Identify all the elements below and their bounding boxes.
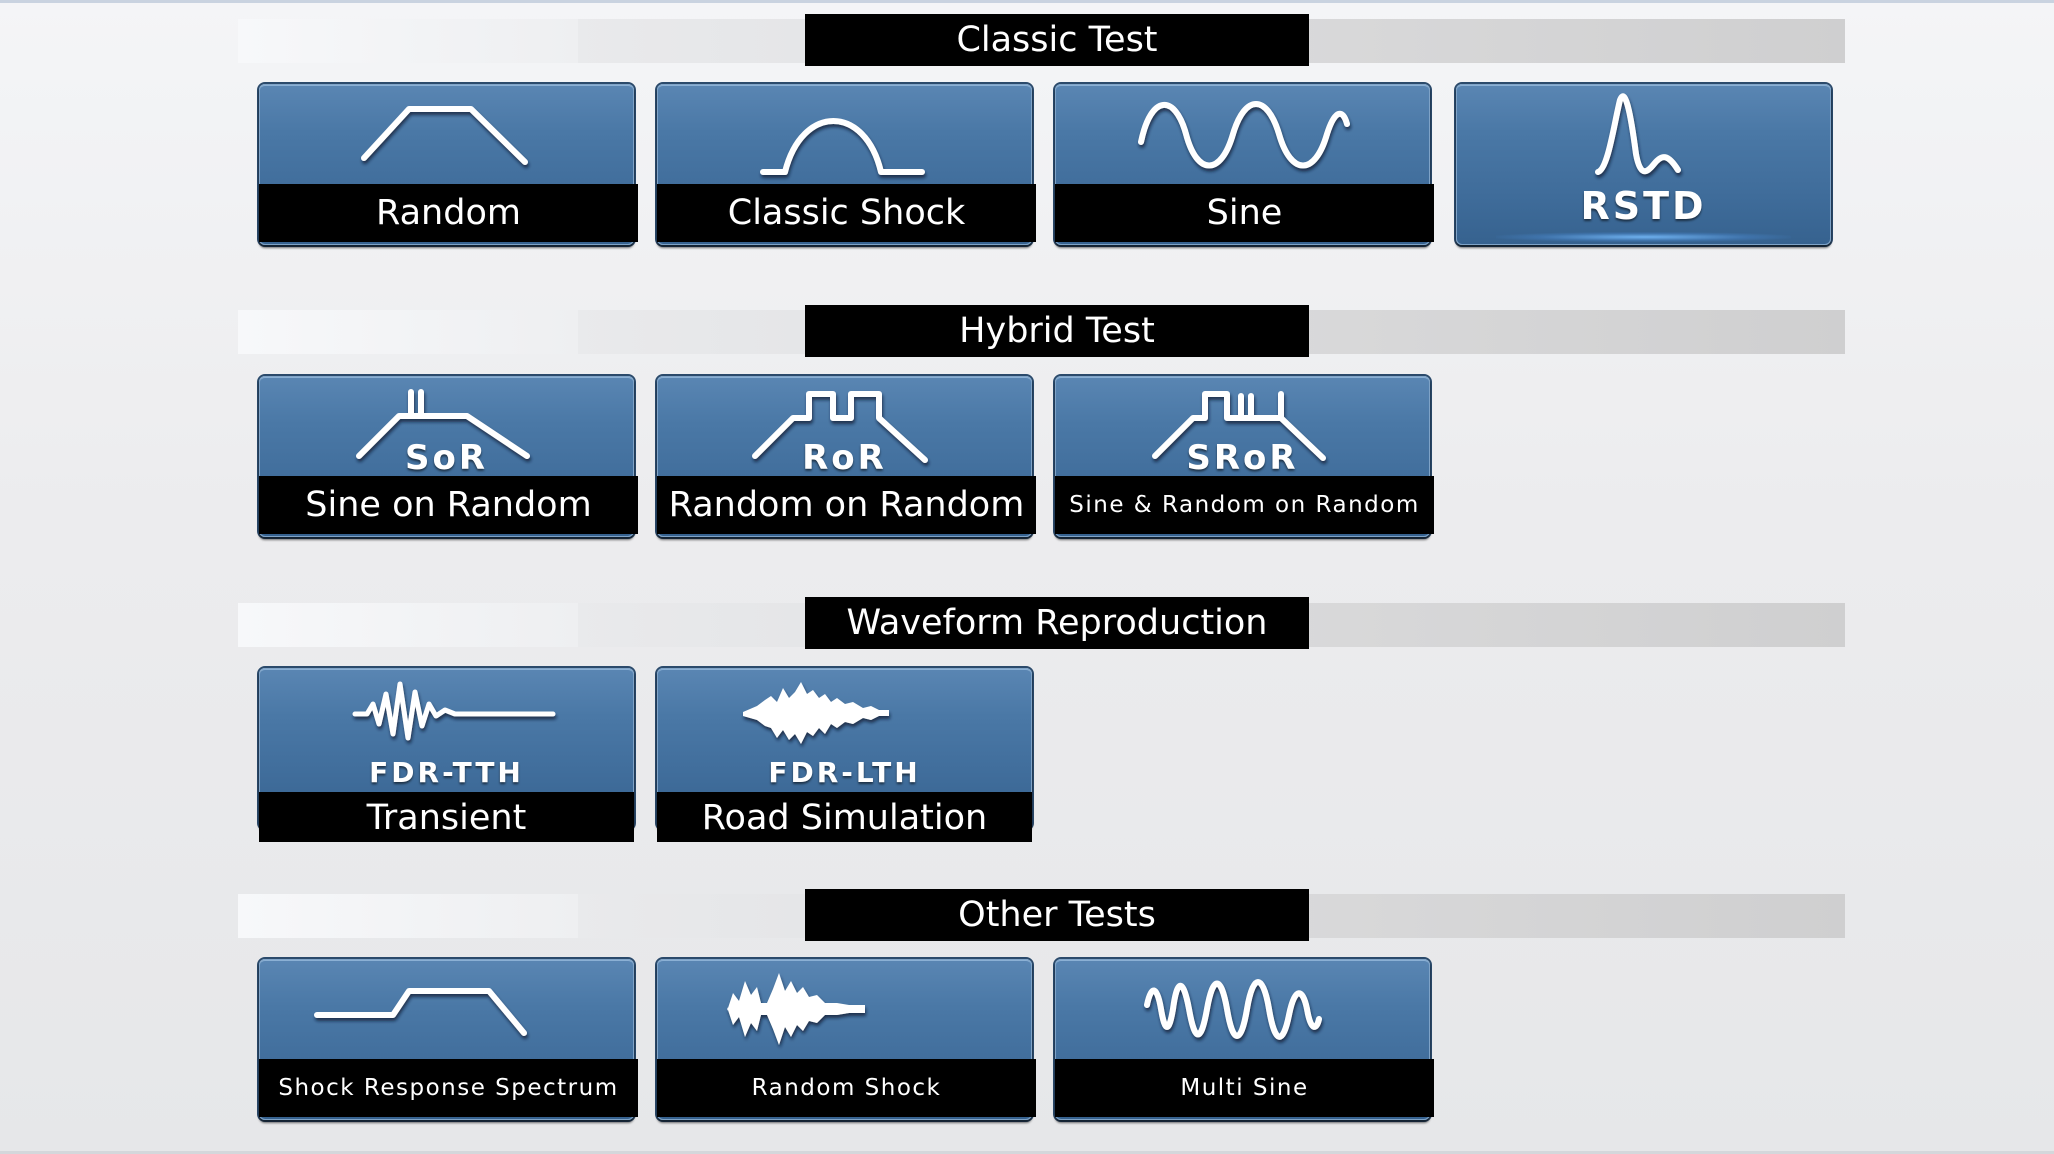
tile-glow <box>1496 232 1791 242</box>
tile-label-shock-response-spectrum: Shock Response Spectrum <box>259 1059 638 1117</box>
tile-label-sine-on-random: Sine on Random <box>259 476 638 534</box>
tile-random-shock[interactable]: Random Shock <box>657 959 1036 1120</box>
ror-badge: RoR <box>802 438 887 478</box>
sror-badge: SRoR <box>1186 438 1299 478</box>
rstd-badge: RSTD <box>1580 184 1707 228</box>
sine-wave-icon <box>1055 84 1430 194</box>
sor-badge: SoR <box>404 438 489 478</box>
multi-sine-wave-icon <box>1055 959 1430 1069</box>
tile-label-sine-random-on-random: Sine & Random on Random <box>1055 476 1434 534</box>
tile-label-multi-sine: Multi Sine <box>1055 1059 1434 1117</box>
tile-sine-on-random[interactable]: SoR Sine on Random <box>259 376 638 537</box>
tile-label-classic-shock: Classic Shock <box>657 184 1036 242</box>
tile-shock-response-spectrum[interactable]: Shock Response Spectrum <box>259 959 638 1120</box>
fdr-lth-badge: FDR-LTH <box>768 756 921 789</box>
tile-sine-random-on-random[interactable]: SRoR Sine & Random on Random <box>1055 376 1434 537</box>
tile-classic-shock[interactable]: Classic Shock <box>657 84 1036 245</box>
tile-random-on-random[interactable]: RoR Random on Random <box>657 376 1036 537</box>
tile-sine[interactable]: Sine <box>1055 84 1434 245</box>
tile-label-sine: Sine <box>1055 184 1434 242</box>
random-on-random-profile-icon <box>657 376 1032 486</box>
tile-label-random-on-random: Random on Random <box>657 476 1036 534</box>
bottom-border <box>0 1151 2054 1154</box>
tile-rstd[interactable]: RSTD <box>1456 84 1831 245</box>
random-shock-waveform-icon <box>657 959 1032 1069</box>
sine-random-on-random-profile-icon <box>1055 376 1430 486</box>
tile-label-random-shock: Random Shock <box>657 1059 1036 1117</box>
tile-transient[interactable]: FDR-TTH Transient <box>259 668 634 842</box>
fdr-tth-badge: FDR-TTH <box>369 756 524 789</box>
tile-label-random: Random <box>259 184 638 242</box>
section-title-waveform: Waveform Reproduction <box>805 597 1309 649</box>
trapezoid-profile-icon <box>259 84 634 194</box>
half-sine-pulse-icon <box>657 84 1032 194</box>
rstd-pulse-icon <box>1456 84 1831 194</box>
sine-on-random-profile-icon <box>259 376 634 486</box>
tile-multi-sine[interactable]: Multi Sine <box>1055 959 1434 1120</box>
section-title-hybrid: Hybrid Test <box>805 305 1309 357</box>
tile-label-transient: Transient <box>259 792 634 842</box>
tile-label-road-simulation: Road Simulation <box>657 792 1032 842</box>
section-title-classic: Classic Test <box>805 14 1309 66</box>
top-border <box>0 0 2054 3</box>
srs-profile-icon <box>259 959 634 1069</box>
section-title-other: Other Tests <box>805 889 1309 941</box>
transient-waveform-icon <box>259 668 634 778</box>
road-signal-waveform-icon <box>657 668 1032 778</box>
tile-road-simulation[interactable]: FDR-LTH Road Simulation <box>657 668 1032 842</box>
tile-random[interactable]: Random <box>259 84 638 245</box>
